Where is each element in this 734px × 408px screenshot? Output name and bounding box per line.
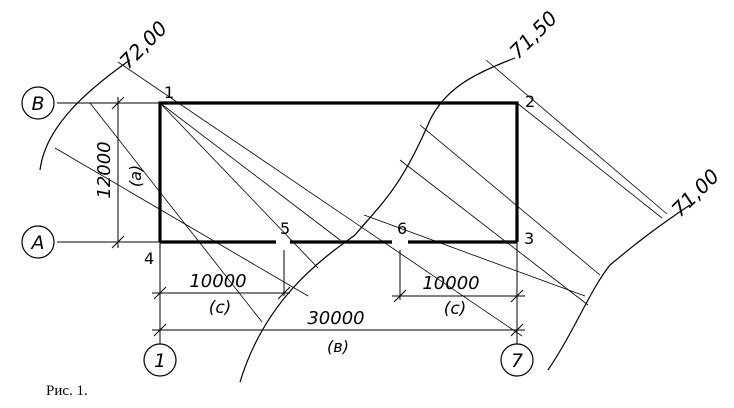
building-outline bbox=[158, 101, 519, 244]
contour-perpendiculars bbox=[54, 59, 668, 337]
axis-bubble-b: В bbox=[21, 86, 55, 120]
right-dimension-tag: (с) bbox=[444, 299, 467, 319]
point-label-4: 4 bbox=[144, 249, 154, 268]
contour-label-72-00: 72,00 bbox=[115, 16, 172, 73]
axis-label-1: 1 bbox=[154, 350, 166, 372]
contour-line-71-00 bbox=[547, 204, 691, 371]
axis-label-7: 7 bbox=[511, 350, 523, 372]
total-dimension-value: 30000 bbox=[307, 308, 364, 329]
point-label-5: 5 bbox=[280, 219, 290, 238]
height-dimension-line bbox=[111, 96, 125, 249]
figure-caption: Рис. 1. bbox=[46, 383, 88, 399]
right-dimension-value: 10000 bbox=[422, 273, 479, 294]
total-dimension-tag: (в) bbox=[327, 337, 349, 356]
point-label-3: 3 bbox=[524, 229, 534, 248]
height-dimension-tag: (а) bbox=[126, 165, 145, 187]
left-dimension-line bbox=[152, 286, 291, 300]
total-dimension-line bbox=[152, 323, 525, 337]
contour-label-71-00: 71,00 bbox=[667, 164, 724, 221]
left-dimension-tag: (с) bbox=[209, 298, 232, 318]
height-dimension-value: 12000 bbox=[94, 141, 115, 198]
contour-line-71-50 bbox=[239, 57, 516, 383]
axis-bubble-1: 1 bbox=[143, 343, 177, 377]
point-label-2: 2 bbox=[525, 92, 535, 111]
point-label-6: 6 bbox=[397, 219, 407, 238]
axis-label-b: В bbox=[31, 93, 44, 115]
right-dimension-line bbox=[392, 289, 525, 303]
axis-label-a: А bbox=[30, 232, 45, 254]
contour-line-72-00 bbox=[39, 59, 131, 171]
axis-bubble-7: 7 bbox=[500, 343, 534, 377]
left-dimension-value: 10000 bbox=[189, 271, 246, 292]
axis-bubble-a: А bbox=[21, 225, 55, 259]
contour-label-71-50: 71,50 bbox=[505, 6, 562, 63]
point-label-1: 1 bbox=[164, 83, 174, 102]
